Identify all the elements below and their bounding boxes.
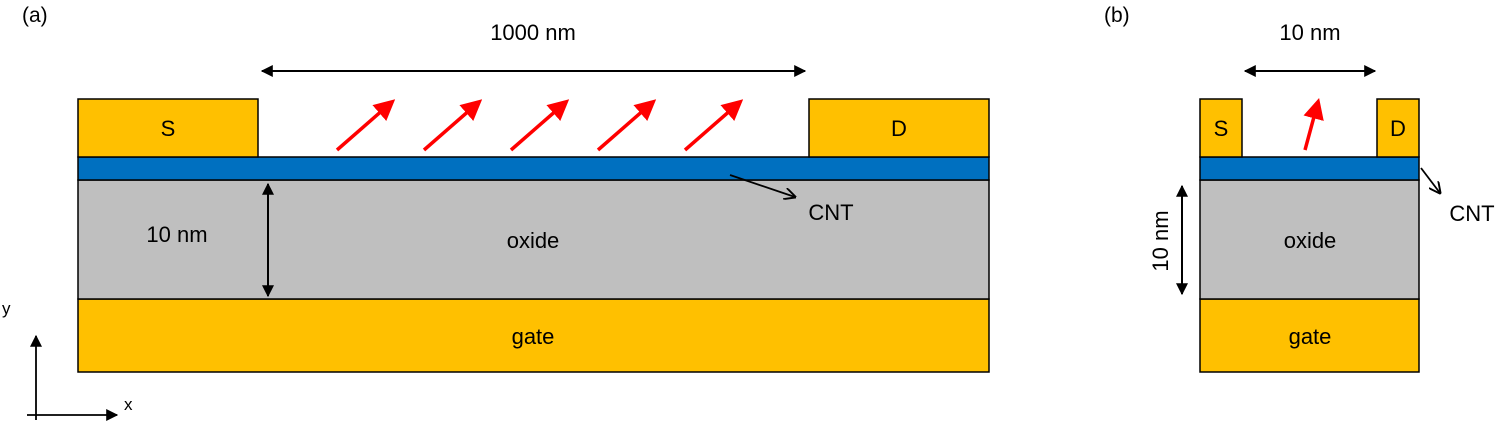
y-axis-label: y bbox=[2, 299, 11, 318]
panel-a-emission-arrows bbox=[335, 99, 744, 152]
panel-a-source-contact bbox=[77, 98, 259, 158]
panel-a-drain-label: D bbox=[891, 116, 907, 141]
panel-b-emission-arrow bbox=[1303, 97, 1324, 151]
panel-b-oxide-label: oxide bbox=[1284, 228, 1337, 253]
panel-b-drain-contact bbox=[1376, 98, 1420, 158]
panel-a-source-label: S bbox=[161, 116, 176, 141]
panel-b-channel-length-label: 10 nm bbox=[1279, 20, 1340, 45]
panel-b-oxide-thickness-label: 10 nm bbox=[1148, 210, 1173, 271]
emission-arrow bbox=[335, 99, 396, 152]
emission-arrow bbox=[683, 99, 744, 152]
emission-arrow bbox=[509, 99, 570, 152]
panel-a-gate-label: gate bbox=[512, 324, 555, 349]
panel-a-cnt bbox=[77, 156, 990, 181]
panel-b-cnt bbox=[1199, 156, 1420, 181]
emission-arrow bbox=[422, 99, 483, 152]
panel-b-drain-label: D bbox=[1390, 116, 1406, 141]
panel-b-label: (b) bbox=[1104, 4, 1130, 27]
panel-a-cnt-pointer bbox=[729, 174, 795, 197]
panel-a-oxide-label: oxide bbox=[507, 228, 560, 253]
panel-a-channel-length-label: 1000 nm bbox=[490, 20, 576, 45]
panel-b-cnt-label: CNT bbox=[1449, 201, 1494, 226]
panel-b-gate-label: gate bbox=[1289, 324, 1332, 349]
x-axis-label: x bbox=[124, 395, 133, 414]
panel-a-oxide-thickness-label: 10 nm bbox=[146, 222, 207, 247]
panel-a-gate bbox=[77, 298, 990, 373]
coordinate-axes: y x bbox=[2, 299, 133, 421]
panel-b-gate bbox=[1199, 298, 1420, 373]
emission-arrow bbox=[596, 99, 657, 152]
panel-a-drain-contact bbox=[808, 98, 990, 158]
panel-a-cnt-label: CNT bbox=[808, 200, 853, 225]
panel-a-label: (a) bbox=[22, 4, 48, 27]
panel-a-oxide bbox=[77, 179, 990, 300]
panel-b-cnt-pointer bbox=[1420, 167, 1440, 193]
panel-b-source-contact bbox=[1199, 98, 1243, 158]
panel-a: (a) S D 1000 nm 10 nm oxide gate CNT bbox=[22, 4, 990, 373]
panel-b: (b) S D 10 nm 10 nm oxide gate CNT bbox=[1104, 4, 1495, 373]
panel-b-source-label: S bbox=[1214, 116, 1229, 141]
panel-b-oxide bbox=[1199, 179, 1420, 300]
